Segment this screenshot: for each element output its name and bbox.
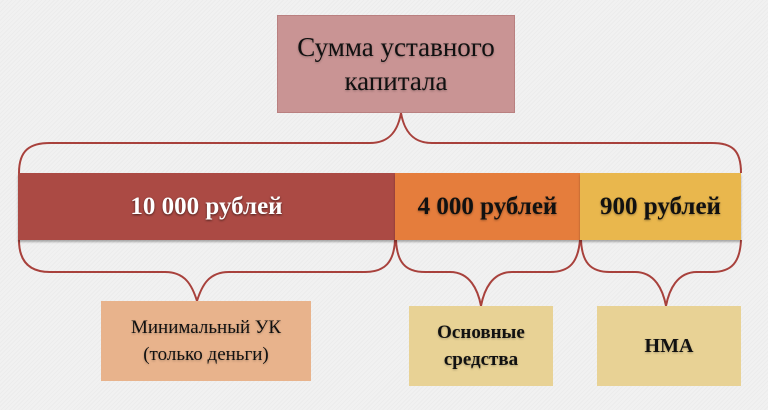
segment-intangibles: 900 рублей [580,173,741,240]
title-line-1: Сумма уставного [297,32,495,62]
bottom-brace-1 [18,239,396,305]
bottom-brace-2 [395,239,581,307]
category-minimal-line-2: (только деньги) [143,344,269,365]
title-box: Сумма уставного капитала [277,15,515,113]
category-fixed-assets-box: Основные средства [409,306,553,386]
category-minimal-line-1: Минимальный УК [130,317,281,338]
title-line-2: капитала [344,66,448,96]
category-intangibles-box: НМА [597,306,741,386]
segment-minimal: 10 000 рублей [18,173,395,240]
category-fixed-assets-line-2: средства [443,349,519,370]
segment-fixed-assets: 4 000 рублей [395,173,580,240]
bottom-brace-3 [580,239,742,307]
category-fixed-assets-line-1: Основные [437,322,525,343]
category-intangibles-label: НМА [644,334,694,357]
category-minimal-box: Минимальный УК (только деньги) [101,301,311,381]
top-brace [18,112,742,174]
